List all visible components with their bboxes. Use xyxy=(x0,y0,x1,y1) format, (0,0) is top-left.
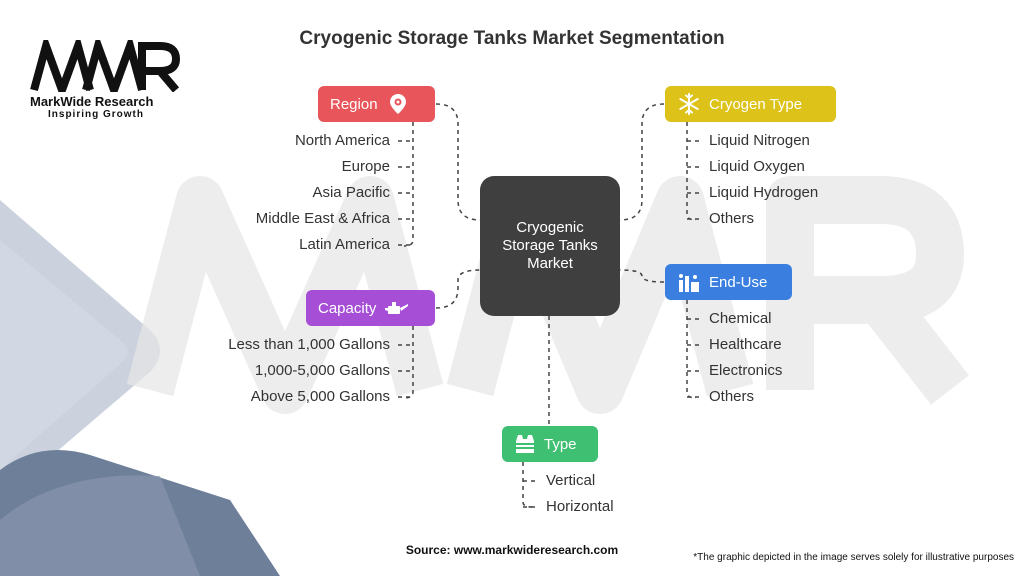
page-title: Cryogenic Storage Tanks Market Segmentat… xyxy=(299,28,725,49)
type-item: Vertical xyxy=(546,472,596,489)
region-item: Europe xyxy=(341,158,390,175)
industry-icon xyxy=(679,274,699,292)
company-logo: MarkWide Research Inspiring Growth xyxy=(30,40,195,120)
disclaimer-note: *The graphic depicted in the image serve… xyxy=(693,552,1014,563)
region-label: Region xyxy=(330,95,378,113)
cryogen-type-label: Cryogen Type xyxy=(709,95,803,113)
location-gear-icon xyxy=(389,94,406,114)
capacity-item: 1,000-5,000 Gallons xyxy=(254,362,390,379)
center-node-label: Cryogenic Storage Tanks Market xyxy=(502,219,598,272)
end-use-label: End-Use xyxy=(709,273,768,291)
region-item: North America xyxy=(294,132,390,149)
cryogen-item: Liquid Hydrogen xyxy=(709,184,819,201)
cryogen-type-pill: Cryogen Type xyxy=(665,86,836,122)
capacity-pill: Capacity xyxy=(306,290,435,326)
region-item: Middle East & Africa xyxy=(255,210,390,227)
capacity-item: Above 5,000 Gallons xyxy=(250,388,390,405)
vest-icon xyxy=(516,435,534,453)
logo-tagline: Inspiring Growth xyxy=(48,109,144,120)
end-use-pill: End-Use xyxy=(665,264,792,300)
capacity-item: Less than 1,000 Gallons xyxy=(228,336,390,353)
logo-brand-text: MarkWide Research xyxy=(30,94,154,109)
capacity-label: Capacity xyxy=(318,299,377,317)
end-use-item: Healthcare xyxy=(709,336,782,353)
center-node: Cryogenic Storage Tanks Market xyxy=(480,176,620,316)
type-label: Type xyxy=(544,435,577,453)
source-note: Source: www.markwideresearch.com xyxy=(405,543,619,557)
oil-can-icon xyxy=(385,302,409,314)
type-item: Horizontal xyxy=(546,498,614,515)
end-use-item: Electronics xyxy=(709,362,783,379)
type-pill: Type xyxy=(502,426,598,462)
cryogen-item: Liquid Oxygen xyxy=(709,158,805,175)
end-use-item: Chemical xyxy=(709,310,772,327)
snowflake-icon xyxy=(679,93,699,115)
region-pill: Region xyxy=(318,86,435,122)
end-use-item: Others xyxy=(709,388,755,405)
cryogen-item: Others xyxy=(709,210,755,227)
region-item: Latin America xyxy=(299,236,390,253)
cryogen-item: Liquid Nitrogen xyxy=(709,132,810,149)
region-item: Asia Pacific xyxy=(312,184,390,201)
mwr-logo-icon xyxy=(30,40,180,92)
